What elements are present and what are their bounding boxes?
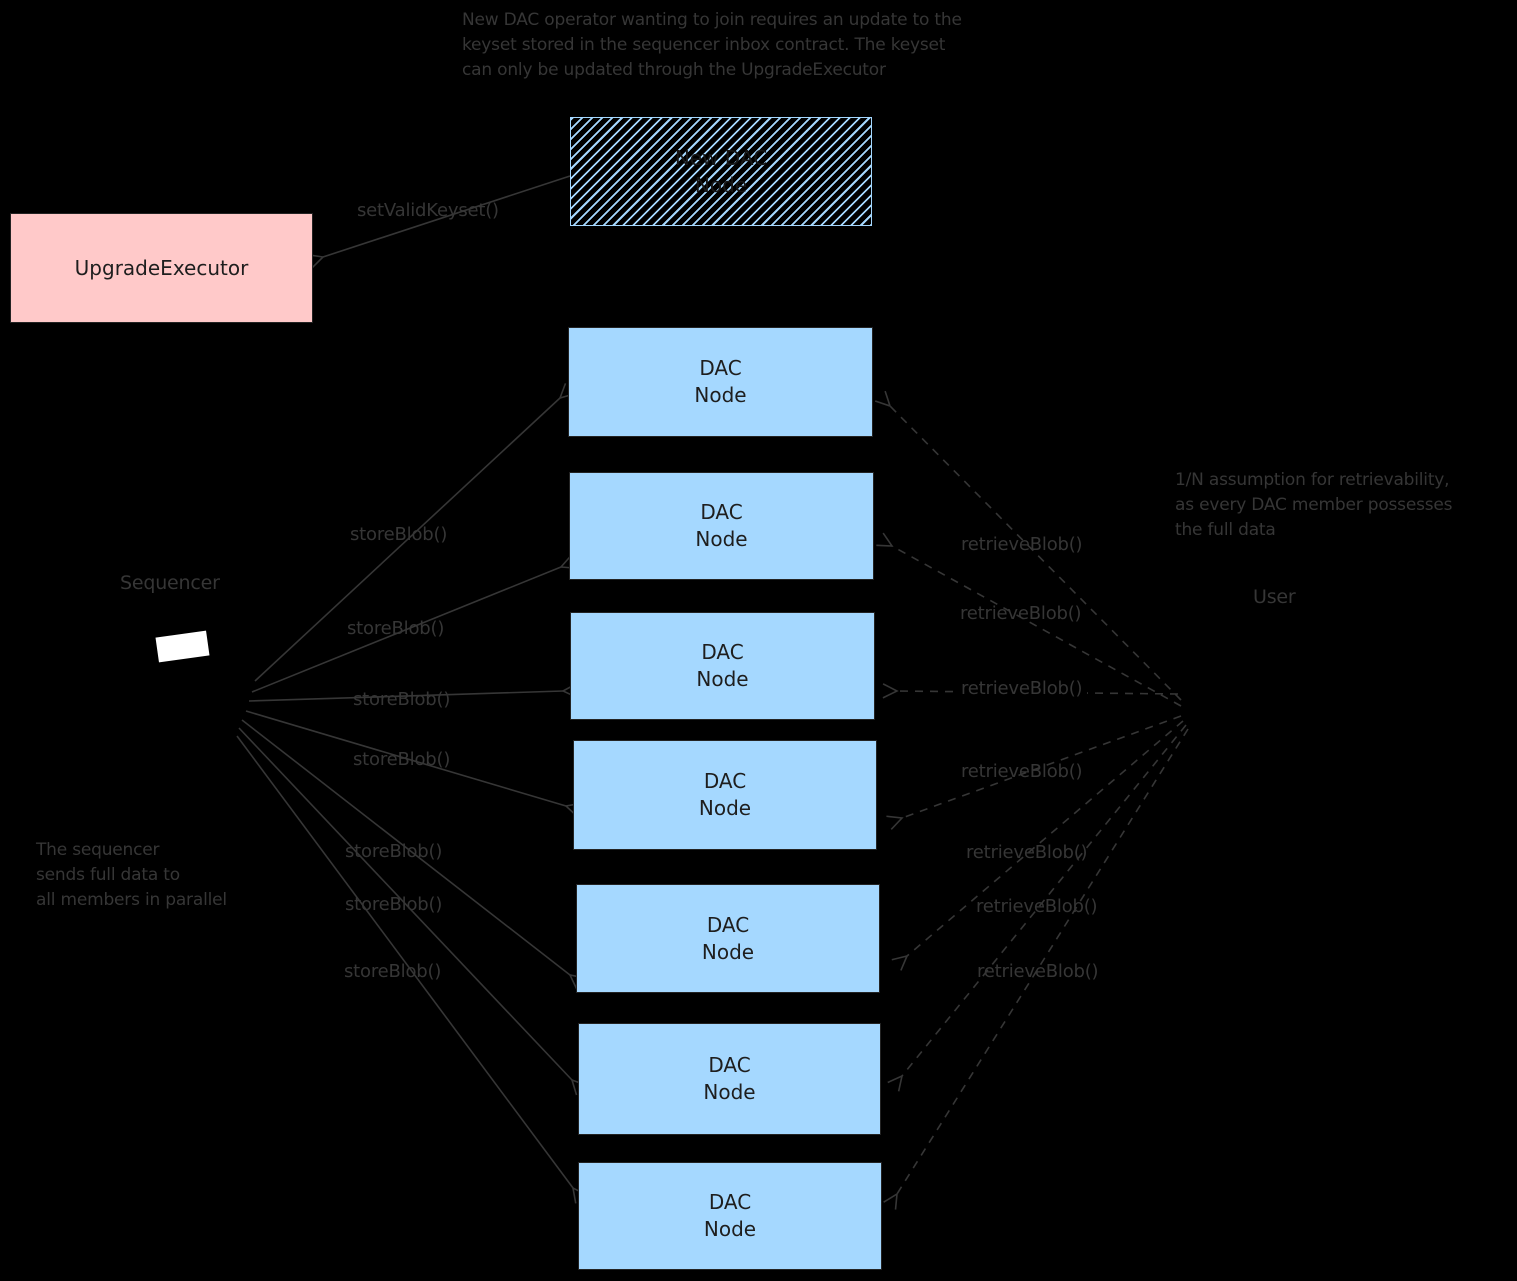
store-arrow-7 xyxy=(236,735,588,1204)
set-valid-keyset-label: setValidKeyset() xyxy=(357,200,499,221)
dac-node-box-6: DAC Node xyxy=(578,1023,881,1135)
retrieve-arrow-7 xyxy=(883,728,1189,1210)
store-arrow-2 xyxy=(251,554,577,693)
store-arrow-4 xyxy=(245,710,582,818)
store-blob-label-1: storeBlob() xyxy=(350,524,448,545)
parallel-note: The sequencer sends full data to all mem… xyxy=(36,840,227,910)
sequencer-label: Sequencer xyxy=(120,572,220,594)
set-valid-keyset-arrow xyxy=(307,175,571,269)
retrieve-blob-label-6: retrieveBlob() xyxy=(976,896,1098,917)
dac-node-box-1: DAC Node xyxy=(568,327,873,437)
store-blob-label-3: storeBlob() xyxy=(353,689,451,710)
store-arrow-5 xyxy=(241,719,586,990)
upgrade-executor-box: UpgradeExecutor xyxy=(10,213,313,323)
store-arrow-6 xyxy=(238,727,587,1096)
dac-node-box-7: DAC Node xyxy=(578,1162,882,1270)
store-blob-label-2: storeBlob() xyxy=(347,618,445,639)
retrieve-blob-label-3: retrieveBlob() xyxy=(956,678,1088,699)
retrieve-arrow-6 xyxy=(887,724,1187,1092)
retrieve-blob-label-5: retrieveBlob() xyxy=(966,842,1088,863)
store-blob-label-5: storeBlob() xyxy=(345,841,443,862)
store-blob-label-4: storeBlob() xyxy=(353,749,451,770)
dac-node-box-5: DAC Node xyxy=(576,884,880,993)
user-label: User xyxy=(1253,586,1296,608)
retrieve-blob-label-1: retrieveBlob() xyxy=(961,534,1083,555)
retrieve-arrow-5 xyxy=(891,720,1184,971)
retrieve-blob-label-7: retrieveBlob() xyxy=(977,961,1099,982)
store-arrow-3 xyxy=(248,682,578,702)
keyset-note: New DAC operator wanting to join require… xyxy=(462,10,962,80)
new-dac-node-box: New DAC Node xyxy=(570,117,872,226)
retrieve-blob-label-4: retrieveBlob() xyxy=(961,761,1083,782)
retrieve-blob-label-2: retrieveBlob() xyxy=(960,603,1082,624)
store-blob-label-6: storeBlob() xyxy=(345,894,443,915)
dac-node-box-3: DAC Node xyxy=(570,612,875,720)
store-blob-label-7: storeBlob() xyxy=(344,961,442,982)
dac-node-box-4: DAC Node xyxy=(573,740,877,850)
dac-node-box-2: DAC Node xyxy=(569,472,874,580)
retrieve-arrow-4 xyxy=(886,715,1182,830)
retrieve-arrow-2 xyxy=(876,532,1182,707)
store-arrow-1 xyxy=(254,383,576,682)
retrievability-note: 1/N assumption for retrievability, as ev… xyxy=(1175,470,1453,540)
